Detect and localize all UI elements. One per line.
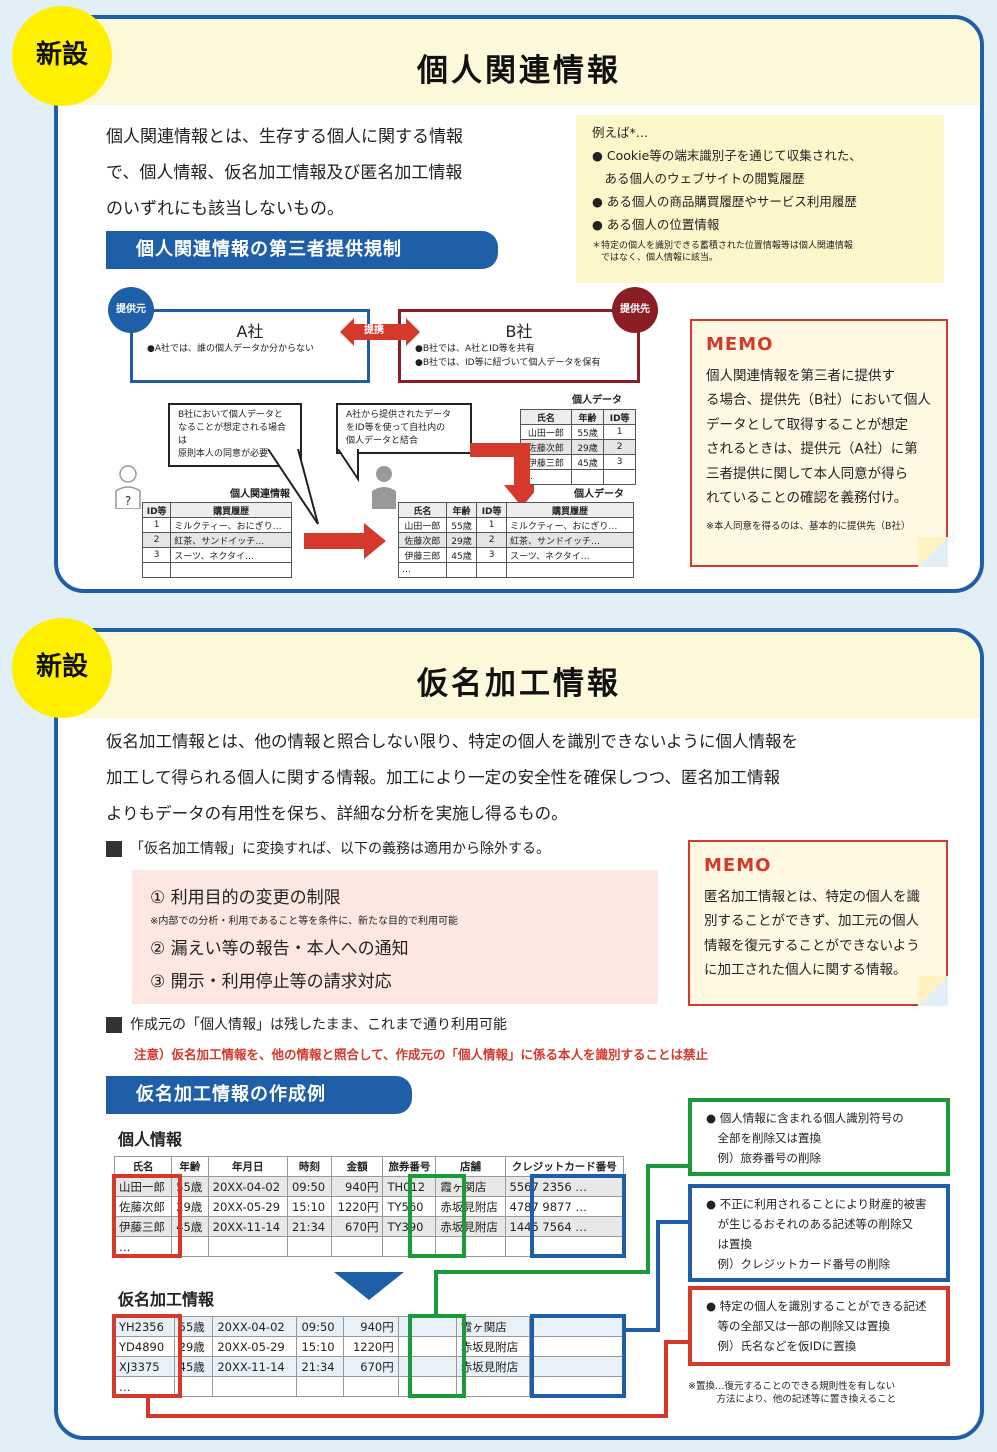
known-person-icon [372,466,396,509]
down-arrow-icon [334,1272,404,1300]
section-header: 仮名加工情報 [58,632,980,718]
exempt-item: ① 利用目的の変更の制限 [150,888,341,908]
memo-box: MEMO 匿名加工情報とは、特定の個人を識別することができず、加工元の個人情報を… [688,840,948,1006]
exempt-item: ③ 開示・利用停止等の請求対応 [150,972,392,992]
new-badge: 新設 [12,618,112,718]
company-a-box: A社 ●A社では、誰の個人データか分からない [130,309,370,383]
exempt-duties-box: ① 利用目的の変更の制限 ※内部での分析・利用であること等を条件に、新たな目的で… [132,870,658,1004]
definition-line: のいずれにも該当しないもの。 [106,199,344,219]
question-mark: ? [125,494,131,508]
point-2: 作成元の「個人情報」は残したまま、これまで通り利用可能 [106,1014,507,1034]
example-item: ● Cookie等の端末識別子を通じて収集された、 [592,148,862,163]
link-arrow-icon [340,318,420,346]
table2-caption: 仮名加工情報 [118,1290,215,1309]
merge-bubble: A社から提供されたデータをID等を使って自社内の個人データと結合 [336,403,472,454]
company-a-name: A社 [236,322,264,341]
example-box: 例えば*… ● Cookie等の端末識別子を通じて収集された、 ある個人のウェブ… [576,115,944,283]
exempt-item: ② 漏えい等の報告・本人への通知 [150,939,409,959]
example-note: ＊特定の個人を識別できる蓄積された位置情報等は個人関連情報 ではなく、個人情報に… [592,241,853,263]
definition-line: で、個人情報、仮名加工情報及び匿名加工情報 [106,163,463,183]
company-a-desc: ●A社では、誰の個人データか分からない [147,344,315,354]
memo-note: ※本人同意を得るのは、基本的に提供先（B社） [706,520,911,532]
memo-title: MEMO [706,334,774,355]
example-title: 例えば*… [592,125,649,140]
table1-caption: 個人情報 [118,1130,183,1149]
exempt-note: ※内部での分析・利用であること等を条件に、新たな目的で利用可能 [150,916,458,927]
replacement-footnote: ※置換…復元することのできる規則性を有しない 方法により、他の記述等に置き換える… [688,1381,897,1405]
connector-lines [146,1164,688,1418]
caution-text: 注意）仮名加工情報を、他の情報と照合して、作成元の「個人情報」に係る本人を識別す… [134,1047,709,1062]
page-fold-icon [918,537,948,567]
section-title: 個人関連情報 [417,53,621,89]
memo-box: MEMO 個人関連情報を第三者に提供する場合、提供先（B社）において個人データと… [690,319,948,567]
company-b-name: B社 [505,322,533,341]
example-item: ● ある個人の位置情報 [592,217,720,232]
section-header: 個人関連情報 [58,19,980,105]
unknown-person-icon: ? [115,465,141,509]
section-pseudonymized-info: 仮名加工情報 仮名加工情報とは、他の情報と照合しない限り、特定の個人を識別できな… [54,628,984,1440]
merged-table-caption: 個人データ [574,489,624,500]
provider-circle: 提供元 [108,287,154,333]
pd-table-caption: 個人データ [572,395,622,406]
example-item: ある個人のウェブサイトの閲覧履歴 [592,171,805,186]
section-title: 仮名加工情報 [417,666,621,702]
example-item: ● ある個人の商品購買履歴やサービス利用履歴 [592,194,857,209]
card-rule-box: ● 不正に利用されることにより財産的被害 が生じるおそれのある記述等の削除又 は… [688,1184,950,1282]
company-b-desc: ●B社では、ID等に紐づいて個人データを保有 [415,358,601,368]
subheading-bar: 個人関連情報の第三者提供規制 [106,231,498,269]
section-personal-related-info: 個人関連情報 個人関連情報とは、生存する個人に関する情報 で、個人情報、仮名加工… [54,15,984,593]
definition-line: 個人関連情報とは、生存する個人に関する情報 [106,127,463,147]
flow-arrows [304,443,534,559]
passport-rule-box: ● 個人情報に含まれる個人識別符号の 全部を削除又は置換 例）旅券番号の削除 [688,1098,950,1176]
new-badge: 新設 [12,6,112,106]
related-table-caption: 個人関連情報 [230,489,290,500]
page-fold-icon [918,976,948,1006]
definition-text: 仮名加工情報とは、他の情報と照合しない限り、特定の個人を識別できないように個人情… [106,732,799,823]
definition-text: 個人関連情報とは、生存する個人に関する情報 で、個人情報、仮名加工情報及び匿名加… [106,119,463,227]
bullet-square-icon [106,841,122,857]
recipient-circle: 提供先 [612,287,658,333]
company-b-desc: ●B社では、A社とID等を共有 [415,344,535,354]
link-label: 提携 [364,325,384,336]
company-b-box: B社 ●B社では、A社とID等を共有 ●B社では、ID等に紐づいて個人データを保… [398,309,640,383]
name-rule-box: ● 特定の個人を識別することができる記述 等の全部又は一部の削除又は置換 例）氏… [688,1286,950,1366]
point-1: 「仮名加工情報」に変換すれば、以下の義務は適用から除外する。 [106,838,550,858]
subheading-bar: 仮名加工情報の作成例 [106,1076,412,1114]
memo-title: MEMO [704,855,772,876]
bullet-square-icon [106,1017,122,1033]
bubble-tails [267,449,359,525]
